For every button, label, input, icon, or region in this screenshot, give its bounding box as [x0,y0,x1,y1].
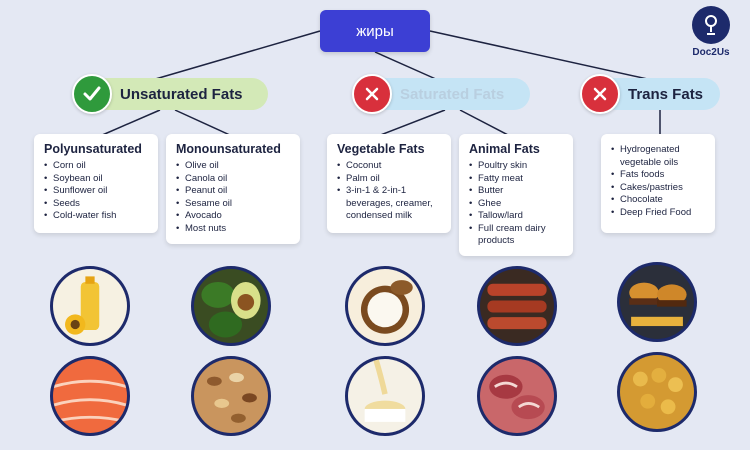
list-item: Coconut [337,160,443,173]
list-item: Canola oil [176,173,292,186]
oil-bottle-photo [50,266,130,346]
root-node: жиры [320,10,430,52]
list-item: Butter [469,185,565,198]
card-monounsaturated: Monounsaturated Olive oil Canola oil Pea… [166,134,300,244]
card-title: Animal Fats [469,142,540,156]
brand-logo: Doc2Us [684,6,738,64]
list-item: Full cream dairy products [469,223,565,248]
list-item: Palm oil [337,173,443,186]
card-animal-fats: Animal Fats Poultry skin Fatty meat Butt… [459,134,573,256]
card-trans-fats: Hydrogenated vegetable oils Fats foods C… [601,134,715,233]
logo-text: Doc2Us [692,47,730,58]
list-item: Sunflower oil [44,185,150,198]
stethoscope-icon [692,6,730,44]
list-item: Ghee [469,198,565,211]
card-title: Monounsaturated [176,142,281,156]
category-label: Saturated Fats [400,85,505,103]
list-item: Poultry skin [469,160,565,173]
sausages-photo [477,266,557,346]
list-item: Sesame oil [176,198,292,211]
list-item: Most nuts [176,223,292,236]
check-icon [72,74,112,114]
card-title: Polyunsaturated [44,142,142,156]
category-label: Unsaturated Fats [120,85,243,103]
list-item: Seeds [44,198,150,211]
list-item: Peanut oil [176,185,292,198]
list-item: 3-in-1 & 2-in-1 beverages, creamer, cond… [337,185,443,223]
list-item: Corn oil [44,160,150,173]
card-polyunsaturated: Polyunsaturated Corn oil Soybean oil Sun… [34,134,158,233]
raw-meat-photo [477,356,557,436]
category-pill: Trans Fats [600,78,720,110]
category-pill: Saturated Fats [372,78,530,110]
list-item: Fats foods [611,169,707,182]
list-item: Soybean oil [44,173,150,186]
coconut-photo [345,266,425,346]
x-icon [580,74,620,114]
avocado-photo [191,266,271,346]
category-unsaturated: Unsaturated Fats [72,74,268,114]
category-label: Trans Fats [628,85,704,103]
list-item: Cold-water fish [44,210,150,223]
list-item: Cakes/pastries [611,182,707,195]
condensed-milk-photo [345,356,425,436]
nuts-photo [191,356,271,436]
card-vegetable-fats: Vegetable Fats Coconut Palm oil 3-in-1 &… [327,134,451,233]
category-trans: Trans Fats [580,74,720,114]
fried-balls-photo [617,352,697,432]
list-item: Tallow/lard [469,210,565,223]
root-label: жиры [356,22,394,40]
x-icon [352,74,392,114]
list-item: Olive oil [176,160,292,173]
card-title: Vegetable Fats [337,142,425,156]
list-item: Deep Fried Food [611,207,707,220]
category-saturated: Saturated Fats [352,74,530,114]
salmon-photo [50,356,130,436]
category-pill: Unsaturated Fats [92,78,268,110]
list-item: Hydrogenated vegetable oils [611,144,707,169]
burgers-photo [617,262,697,342]
list-item: Fatty meat [469,173,565,186]
list-item: Avocado [176,210,292,223]
list-item: Chocolate [611,194,707,207]
